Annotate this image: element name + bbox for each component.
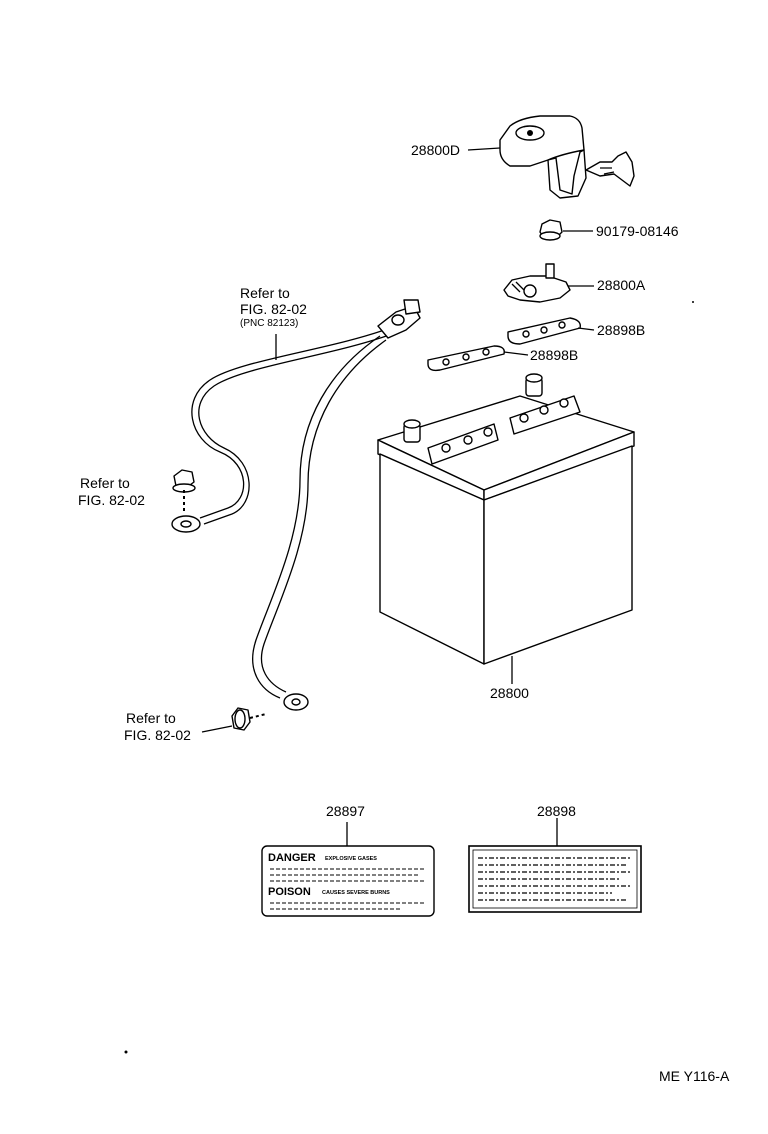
ref-bolt-lower-line1: Refer to xyxy=(126,710,176,726)
ref-bolt-upper-line1: Refer to xyxy=(80,475,130,491)
label-danger-number: 28897 xyxy=(326,803,365,819)
poison-word: POISON xyxy=(268,886,311,898)
leader-plate-upper xyxy=(577,327,595,331)
ref-bolt-lower-line2: FIG. 82-02 xyxy=(124,727,191,743)
bolt-lower-part xyxy=(231,707,267,731)
ref-bolt-upper-line2: FIG. 82-02 xyxy=(78,492,145,508)
terminal-cover-part xyxy=(499,115,635,199)
stray-dot xyxy=(692,301,694,303)
label-plate-upper: 28898B xyxy=(597,322,645,338)
leader-plate-lower xyxy=(503,351,529,356)
label-battery: 28800 xyxy=(490,685,529,701)
battery-part xyxy=(377,373,635,665)
leader-bolt-lower xyxy=(201,725,233,733)
leader-terminal-cover xyxy=(467,147,501,151)
ref-cable-line2: FIG. 82-02 xyxy=(240,301,307,317)
label-terminal-clamp: 28800A xyxy=(597,277,646,293)
label-nut: 90179-08146 xyxy=(596,223,679,239)
label-terminal-cover: 28800D xyxy=(411,142,460,158)
stray-dot xyxy=(124,1050,128,1054)
danger-warning-label: DANGER EXPLOSIVE GASES POISON CAUSES SEV… xyxy=(261,845,435,917)
label-caution-number: 28898 xyxy=(537,803,576,819)
ref-cable-line3: (PNC 82123) xyxy=(240,318,298,329)
danger-subtext: EXPLOSIVE GASES xyxy=(325,856,377,862)
plate-upper-part xyxy=(507,317,581,345)
bolt-upper-part xyxy=(172,469,196,512)
ref-cable-line1: Refer to xyxy=(240,285,290,301)
terminal-clamp-part xyxy=(503,263,571,303)
battery-cable-assembly xyxy=(171,299,421,711)
danger-word: DANGER xyxy=(268,852,316,864)
nut-part xyxy=(539,219,563,241)
plate-lower-part xyxy=(427,345,505,372)
poison-subtext: CAUSES SEVERE BURNS xyxy=(322,890,390,896)
figure-code: ME Y116-A xyxy=(659,1068,730,1084)
label-plate-lower: 28898B xyxy=(530,347,578,363)
caution-warning-label xyxy=(468,845,642,913)
